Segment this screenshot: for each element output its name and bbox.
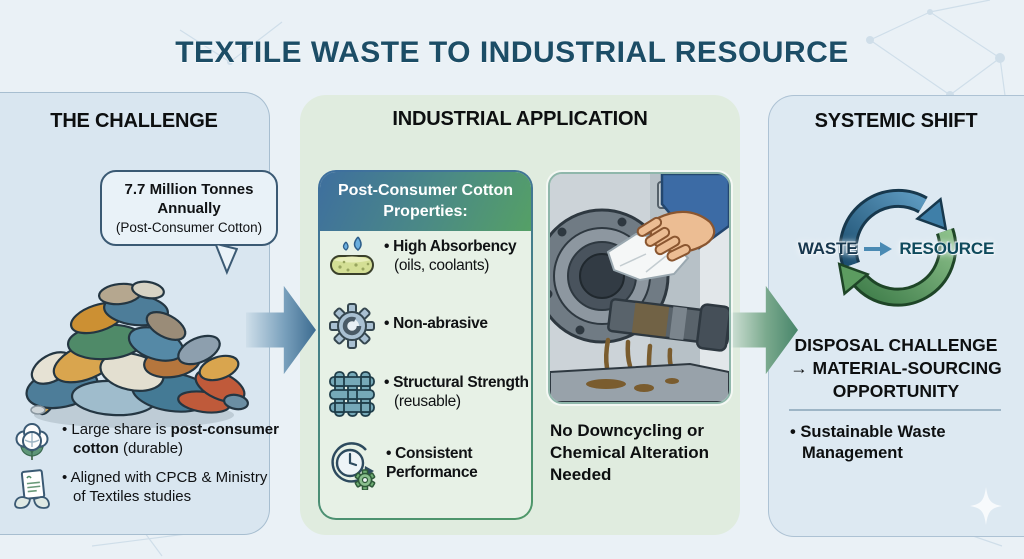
challenge-bullet2: • Aligned with CPCB & Ministry of Textil… xyxy=(62,469,268,506)
waste-to-resource-arrow-icon xyxy=(864,242,893,256)
challenge-heading: THE CHALLENGE xyxy=(50,110,218,132)
property-sub: (reusable) xyxy=(394,393,461,411)
woven-fabric-icon xyxy=(329,371,375,417)
page-title: TEXTILE WASTE TO INDUSTRIAL RESOURCE xyxy=(175,36,849,69)
bullet1-prefix: • Large share is xyxy=(62,421,171,438)
property-text-absorbency: • High Absorbency (oils, coolants) xyxy=(384,234,531,276)
annual-tonnage-callout: 7.7 Million Tonnes Annually (Post-Consum… xyxy=(100,170,278,247)
callout-tail xyxy=(213,245,238,275)
property-text-strength: • Structural Strength (reusable) xyxy=(384,370,531,412)
property-label: • Non-abrasive xyxy=(384,315,488,332)
property-row-strength: • Structural Strength (reusable) xyxy=(328,370,531,418)
property-label: • Consistent Performance xyxy=(386,445,478,482)
properties-card: Post-Consumer Cotton Properties: • High … xyxy=(318,170,533,520)
statement-line3: OPPORTUNITY xyxy=(832,380,960,401)
gear-icon xyxy=(329,303,375,349)
challenge-bullet2-row: • Aligned with CPCB & Ministry of Textil… xyxy=(10,468,279,514)
systemic-panel xyxy=(768,95,1024,537)
document-hands-icon xyxy=(14,469,50,509)
property-label: • Structural Strength xyxy=(384,374,529,391)
resource-label: RESOURCE xyxy=(899,239,995,258)
shift-statement: DISPOSAL CHALLENGE → MATERIAL-SOURCING O… xyxy=(768,334,1024,402)
industrial-heading: INDUSTRIAL APPLICATION xyxy=(392,108,648,130)
sponge-droplets-icon xyxy=(330,236,374,275)
challenge-bullet1-row: • Large share is post-consumer cotton (d… xyxy=(10,420,279,466)
property-label: • High Absorbency xyxy=(384,238,517,255)
bullet1-suffix: (durable) xyxy=(118,440,184,458)
property-text-performance: • Consistent Performance xyxy=(386,438,531,483)
sparkle-icon xyxy=(970,487,1002,525)
properties-card-inner: Post-Consumer Cotton Properties: • High … xyxy=(320,172,531,518)
cycle-label: WASTE RESOURCE xyxy=(768,237,1024,261)
clock-gear-icon xyxy=(331,442,376,490)
card-title-line1: Post-Consumer Cotton xyxy=(337,182,514,199)
property-row-absorbency: • High Absorbency (oils, coolants) xyxy=(328,234,531,286)
statement-line1: DISPOSAL CHALLENGE xyxy=(794,335,998,355)
statement-line2: → MATERIAL-SOURCING xyxy=(790,357,1002,378)
property-text-nonabrasive: • Non-abrasive xyxy=(384,302,531,333)
properties-card-header: Post-Consumer Cotton Properties: xyxy=(320,172,531,231)
divider xyxy=(789,409,1001,411)
property-row-nonabrasive: • Non-abrasive xyxy=(328,302,531,350)
downcycling-note: No Downcycling or Chemical Alteration Ne… xyxy=(550,421,710,484)
property-sub: (oils, coolants) xyxy=(394,257,490,275)
callout-line3: (Post-Consumer Cotton) xyxy=(115,219,263,235)
systemic-bullet: • Sustainable Waste Management xyxy=(790,423,946,463)
waste-label: WASTE xyxy=(797,239,858,258)
systemic-heading: SYSTEMIC SHIFT xyxy=(814,110,978,132)
waste-resource-cycle-icon xyxy=(837,188,958,307)
textile-pile-illustration xyxy=(25,280,249,428)
challenge-bullet1: • Large share is post-consumer cotton (d… xyxy=(62,420,279,458)
bullet1-bold: post-consumer cotton xyxy=(73,421,279,458)
machine-wiping-illustration xyxy=(548,172,731,404)
property-row-performance: • Consistent Performance xyxy=(328,438,531,490)
callout-line2: Annually xyxy=(157,199,221,217)
callout-line1: 7.7 Million Tonnes xyxy=(124,181,254,198)
card-title-line2: Properties: xyxy=(383,202,468,220)
cotton-icon xyxy=(15,423,49,460)
